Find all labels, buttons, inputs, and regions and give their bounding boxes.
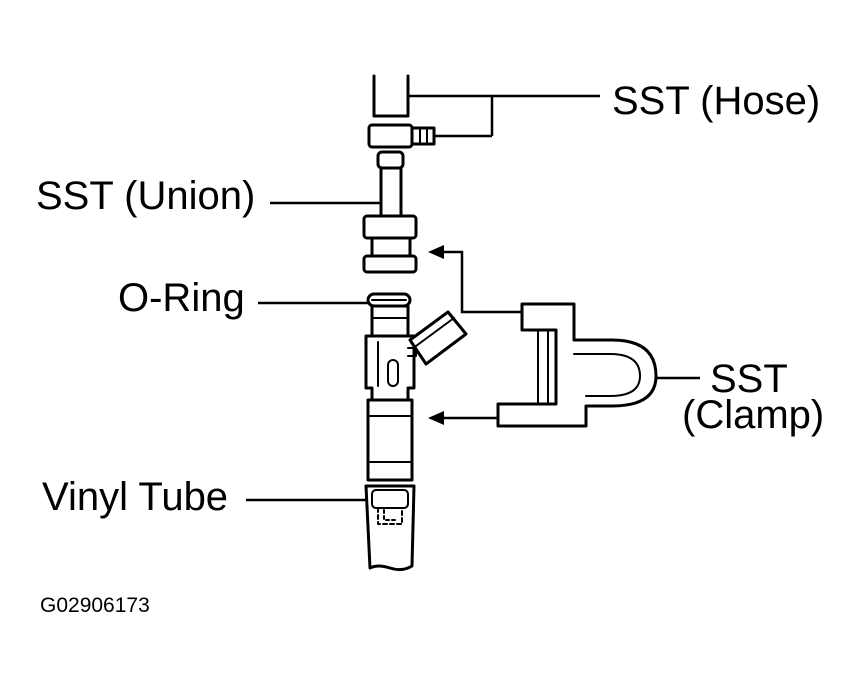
injector-body: [364, 304, 468, 482]
label-o-ring: O-Ring: [118, 276, 245, 320]
vinyl-tube-part: [364, 484, 416, 572]
arrow-head-upper: [428, 245, 444, 259]
label-vinyl-tube: Vinyl Tube: [42, 475, 228, 519]
arrow-head-lower: [428, 411, 444, 425]
o-ring-part: [366, 292, 412, 308]
label-sst-hose: SST (Hose): [612, 79, 820, 123]
figure-code: G02906173: [40, 594, 150, 617]
sst-clamp-part: [496, 302, 658, 428]
leader-lines: [246, 94, 700, 502]
sst-union-part: [362, 150, 418, 274]
sst-hose-part: [367, 74, 436, 149]
label-sst-clamp-line1: SST: [710, 357, 788, 401]
label-sst-clamp-line2: (Clamp): [682, 393, 824, 437]
label-sst-union: SST (Union): [36, 174, 255, 218]
